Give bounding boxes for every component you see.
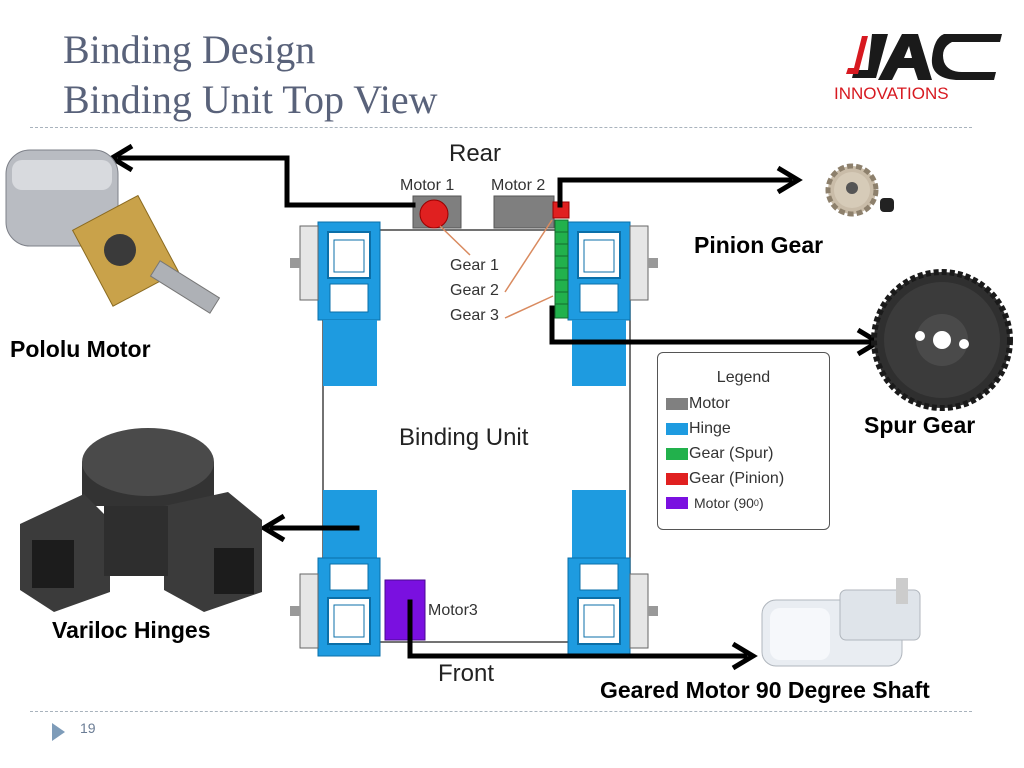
motor-3-label: Motor3 — [428, 602, 478, 619]
spur-gear-label: Spur Gear — [864, 412, 976, 438]
arrow-geared — [407, 599, 748, 659]
variloc-hinges-image — [20, 428, 262, 612]
pololu-motor-image — [5, 149, 221, 314]
logo-text: INNOVATIONS — [834, 84, 949, 103]
legend-swatch — [666, 497, 688, 509]
arrow-pololu — [117, 155, 416, 208]
legend-title: Legend — [716, 369, 771, 386]
legend-swatch — [666, 423, 688, 435]
legend-swatch — [666, 473, 688, 485]
slide-bullet-icon — [52, 723, 65, 741]
hinge-bottom-left — [290, 490, 381, 657]
legend-swatch — [666, 398, 688, 410]
motor-2-block — [493, 195, 555, 229]
gear-leader-lines — [439, 219, 554, 319]
legend-item-label: Motor — [689, 395, 730, 412]
legend-item-gear-pinion: Gear (Pinion) — [666, 470, 784, 488]
gear-2-label: Gear 2 — [450, 282, 499, 299]
pinion-gear-label: Pinion Gear — [694, 232, 824, 258]
legend-box: Legend Motor Hinge Gear (Spur) Gear (Pin… — [657, 352, 830, 530]
geared-motor-label: Geared Motor 90 Degree Shaft — [600, 677, 930, 703]
degree-superscript: 0 — [753, 498, 759, 508]
top-divider — [30, 127, 972, 128]
binding-unit-label: Binding Unit — [399, 424, 529, 451]
gear-3-label: Gear 3 — [450, 307, 499, 324]
legend-item-label: Motor (90 — [694, 495, 754, 511]
geared-motor-image — [761, 578, 921, 667]
front-label: Front — [438, 660, 495, 687]
legend-item-hinge: Hinge — [666, 420, 731, 438]
binding-unit-frame — [322, 229, 631, 643]
arrow-spur — [549, 305, 873, 345]
legend-swatch — [666, 448, 688, 460]
legend-item-label: Hinge — [689, 420, 731, 437]
spur-gear-strip — [554, 219, 569, 319]
rear-label: Rear — [449, 140, 502, 167]
hinge-top-left — [290, 221, 381, 386]
motor-2-label: Motor 2 — [491, 177, 546, 194]
jac-logo — [846, 34, 1002, 80]
motor-3-block — [384, 579, 426, 641]
slide-title-line-1: Binding Design — [63, 27, 316, 72]
legend-item-label: Gear (Spur) — [689, 445, 774, 462]
spur-gear-image — [871, 269, 1013, 411]
hinge-bottom-right — [567, 490, 658, 657]
pololu-motor-label: Pololu Motor — [10, 336, 151, 362]
hinge-top-right — [567, 221, 658, 386]
motor-1-label: Motor 1 — [400, 177, 455, 194]
legend-item-label: Gear (Pinion) — [689, 470, 785, 487]
legend-item-motor: Motor — [666, 395, 730, 413]
pinion-gear-image — [825, 163, 894, 217]
page-number: 19 — [80, 720, 96, 736]
legend-item-gear-spur: Gear (Spur) — [666, 445, 773, 463]
legend-item-tail: ) — [758, 495, 764, 511]
gear-1-label: Gear 1 — [450, 257, 499, 274]
arrow-pinion — [557, 177, 793, 208]
bottom-divider — [30, 711, 972, 712]
gear-1-marker — [419, 199, 449, 229]
variloc-hinges-label: Variloc Hinges — [52, 617, 211, 643]
slide-title-line-2: Binding Unit Top View — [63, 77, 438, 122]
